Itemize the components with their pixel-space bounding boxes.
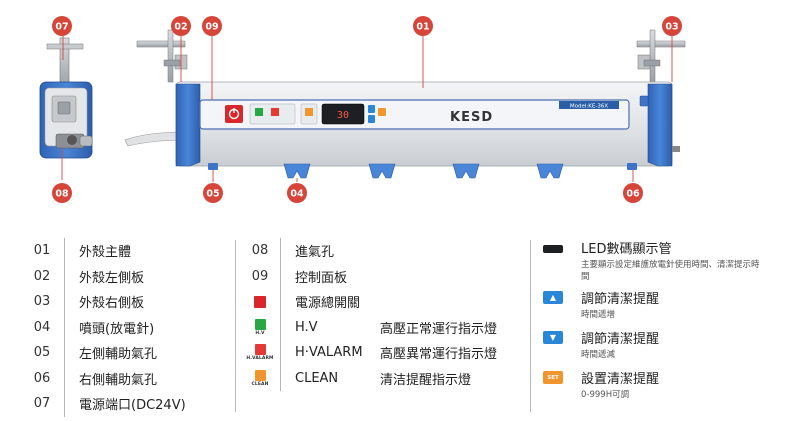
legend-row-09: 09 控制面板: [240, 263, 530, 289]
part-number: 06: [33, 370, 51, 386]
part-desc: 高壓正常運行指示燈: [380, 321, 498, 337]
control-title: 設置清潔提醒: [581, 372, 660, 387]
legend-row-hv: H.V H.V 高壓正常運行指示燈: [240, 314, 530, 340]
part-number: 01: [33, 243, 51, 259]
legend-row-set: SET 設置清潔提醒 0-999H可調: [535, 368, 785, 408]
end-view: [39, 37, 93, 159]
part-name: 外殼左側板: [79, 270, 145, 286]
legend-controls-column: LED數碼顯示管 主要顯示設定維護放電針使用時間、清潔提示時間 ▲ 調節清潔提醒…: [535, 238, 785, 408]
brand-logo: KESD: [450, 110, 493, 125]
control-title: LED數碼顯示管: [581, 242, 672, 257]
right-side-plate: [647, 83, 673, 167]
callout-05: 05: [206, 189, 219, 200]
left-side-plate: [175, 83, 201, 167]
callout-02: 02: [174, 22, 187, 33]
part-name: 進氣孔: [295, 245, 335, 261]
legend-row-clean: CLEAN CLEAN 清洁提醒指示燈: [240, 365, 530, 391]
part-number: 04: [33, 319, 51, 335]
part-name: H·VALARM: [295, 345, 363, 361]
part-number: 02: [33, 268, 51, 284]
callout-01: 01: [416, 22, 429, 33]
part-number: 07: [33, 396, 51, 412]
callout-08: 08: [55, 189, 69, 200]
legend-row-03: 03 外殼右側板: [20, 289, 235, 315]
left-bracket: [136, 29, 188, 83]
callout-04: 04: [290, 189, 304, 200]
nozzles: [283, 163, 564, 179]
hv-indicator-icon: [254, 318, 266, 330]
control-title: 調節清潔提醒: [581, 292, 660, 307]
callout-06: 06: [626, 189, 640, 200]
part-number: 03: [33, 294, 51, 310]
right-bracket: [636, 29, 686, 83]
up-arrow-icon: ▲: [543, 291, 563, 304]
part-name: CLEAN: [295, 370, 339, 386]
legend-row-02: 02 外殼左側板: [20, 263, 235, 289]
part-name: 外殼右側板: [79, 296, 145, 312]
part-name: H.V: [295, 319, 318, 335]
model-label: Model:KE-36X: [570, 104, 608, 110]
led-display-drawing: [321, 103, 365, 125]
power-icon: [254, 295, 266, 308]
legend-row-up: ▲ 調節清潔提醒 時間遞增: [535, 288, 785, 328]
legend-row-01: 01 外殼主體: [20, 238, 235, 264]
callout-03: 03: [665, 22, 678, 33]
icon-label: CLEAN: [251, 381, 269, 387]
control-desc: 時間遞增: [581, 310, 616, 320]
part-number: 05: [33, 345, 51, 361]
left-aux-air-hole: [208, 163, 218, 170]
part-name: 控制面板: [295, 270, 348, 286]
part-number: 08: [251, 243, 269, 259]
part-name: 噴頭(放電針): [79, 321, 155, 337]
callout-07: 07: [55, 22, 68, 33]
down-arrow-icon: ▼: [543, 331, 563, 344]
part-desc: 高壓異常運行指示燈: [380, 347, 498, 363]
led-display-value: 30: [337, 110, 349, 121]
set-icon: SET: [543, 371, 563, 384]
alarm-indicator-icon: [254, 344, 266, 356]
legend-parts-column: 01 外殼主體 02 外殼左側板 03 外殼右側板 04 噴頭(放電針) 05 …: [20, 238, 235, 417]
callout-09: 09: [205, 22, 218, 33]
legend-row-06: 06 右側輔助氣孔: [20, 365, 235, 391]
part-name: 右側輔助氣孔: [79, 372, 158, 388]
column-divider: [530, 240, 531, 412]
legend-row-05: 05 左側輔助氣孔: [20, 340, 235, 366]
part-name: 外殼主體: [79, 245, 132, 261]
right-aux-air-hole: [627, 163, 637, 170]
legend-row-down: ▼ 調節清潔提醒 時間遞減: [535, 328, 785, 368]
legend-row-hv-alarm: H.VALARM H·VALARM 高壓異常運行指示燈: [240, 340, 530, 366]
part-number: 09: [251, 268, 269, 284]
power-switch-drawing: [225, 105, 243, 123]
legend-row-07: 07 電源端口(DC24V): [20, 391, 235, 417]
part-name: 左側輔助氣孔: [79, 347, 158, 363]
control-desc: 0-999H可調: [581, 390, 630, 400]
air-inlet-hose: [124, 131, 179, 147]
legend-row-power: 電源總開關: [240, 289, 530, 315]
control-title: 調節清潔提醒: [581, 332, 660, 347]
legend-panel-column: 08 進氣孔 09 控制面板 電源總開關 H.V H.V 高壓正常運行指示燈: [240, 238, 530, 391]
product-drawing: 30 KESD Model:KE-36X: [39, 16, 686, 203]
part-name: 電源總開關: [295, 296, 361, 312]
part-name: 電源端口(DC24V): [79, 398, 186, 414]
control-desc: 主要顯示設定維護放電針使用時間、清潔提示時間: [581, 260, 760, 282]
callout-lines: [61, 36, 673, 182]
legend-row-08: 08 進氣孔: [240, 238, 530, 264]
legend-row-led: LED數碼顯示管 主要顯示設定維護放電針使用時間、清潔提示時間: [535, 238, 785, 288]
clean-indicator-icon: [254, 369, 266, 381]
callout-badges: [52, 16, 682, 203]
main-bar: 30 KESD Model:KE-36X: [124, 29, 686, 170]
column-divider: [235, 240, 236, 412]
icon-label: H.V: [255, 330, 265, 336]
led-display-icon: [543, 245, 563, 253]
legend-row-04: 04 噴頭(放電針): [20, 314, 235, 340]
control-desc: 時間遞減: [581, 350, 616, 360]
icon-label: H.VALARM: [246, 356, 274, 362]
part-desc: 清洁提醒指示燈: [380, 372, 472, 388]
